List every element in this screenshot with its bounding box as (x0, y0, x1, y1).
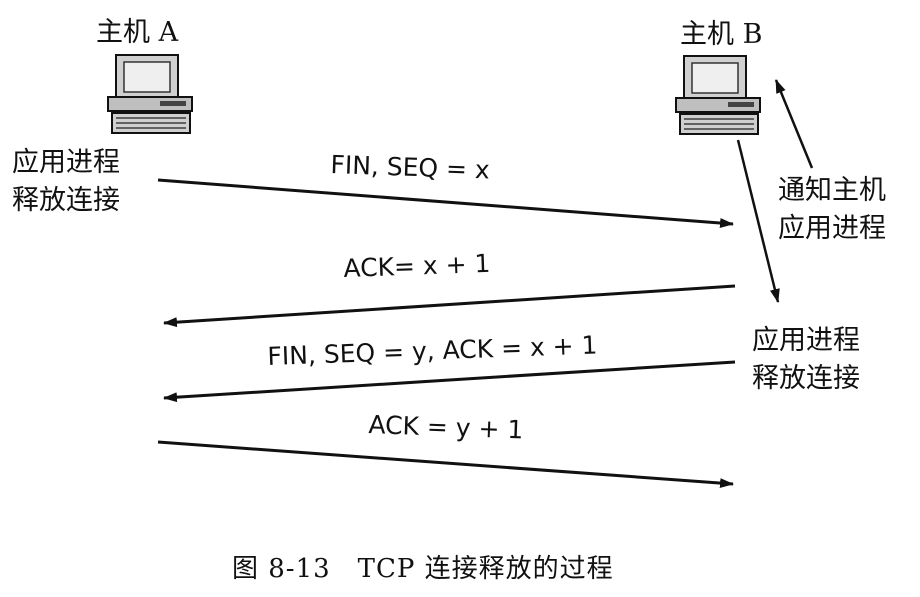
computer-icon-host-a (107, 54, 193, 134)
message-arrow-fin-ack-b (163, 360, 736, 403)
notify-arrow-up (774, 79, 814, 169)
computer-icon-host-b (675, 55, 761, 135)
host-a-note: 应用进程 释放连接 (12, 147, 120, 216)
message-label-fin-a: FIN, SEQ = x (330, 150, 491, 185)
host-b-note-top: 通知主机 应用进程 (778, 175, 886, 244)
notify-arrow-down (736, 139, 780, 303)
figure-caption: 图 8-13 TCP 连接释放的过程 (232, 554, 614, 584)
message-label-ack-a: ACK = y + 1 (368, 410, 524, 445)
host-b-label: 主机 B (680, 19, 763, 50)
message-arrow-ack-b (163, 284, 736, 328)
message-arrow-ack-a (157, 440, 734, 489)
message-label-ack-b: ACK= x + 1 (342, 248, 491, 283)
host-b-note-bottom: 应用进程 释放连接 (752, 325, 860, 394)
message-arrow-fin-a (157, 178, 734, 228)
host-a-label: 主机 A (96, 17, 179, 48)
